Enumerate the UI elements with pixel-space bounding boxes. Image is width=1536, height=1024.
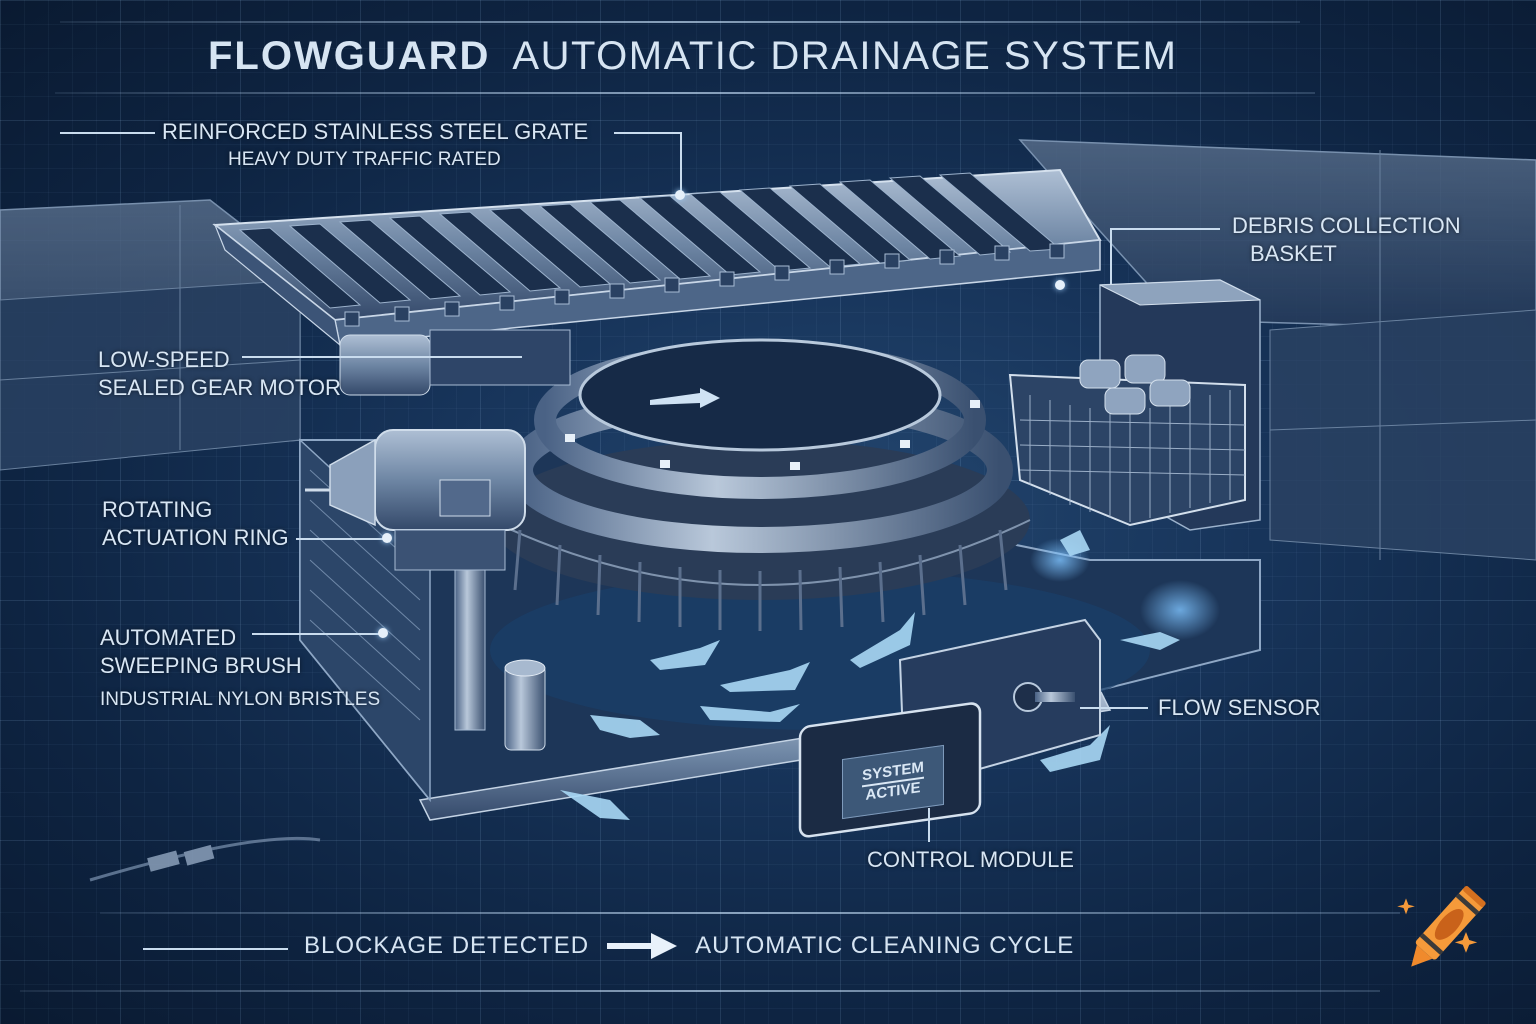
callout-motor: LOW-SPEED SEALED GEAR MOTOR	[98, 346, 341, 402]
footer-bottom-rule	[20, 990, 1380, 992]
callout-sensor-title: FLOW SENSOR	[1158, 695, 1321, 720]
pressure-canister	[504, 659, 546, 751]
basket-leader-dot	[1055, 280, 1065, 290]
callout-basket-line2: BASKET	[1250, 241, 1337, 266]
callout-ring-line1: ROTATING	[102, 497, 213, 522]
basket-leader-drop	[1110, 228, 1112, 284]
process-step-blockage: BLOCKAGE DETECTED	[304, 932, 590, 959]
callout-motor-line1: LOW-SPEED	[98, 347, 230, 372]
crayon-icon	[1397, 886, 1486, 967]
page-title: FLOWGUARD AUTOMATIC DRAINAGE SYSTEM	[208, 34, 1177, 79]
grate-leader-left	[60, 132, 155, 134]
callout-brush-line1: AUTOMATED	[100, 625, 237, 650]
grate-leader-join	[632, 132, 682, 134]
grate-leader-right	[614, 132, 634, 134]
gear-motor	[305, 329, 571, 731]
callout-brush: AUTOMATED SWEEPING BRUSH INDUSTRIAL NYLO…	[100, 624, 380, 714]
footer-leader-left	[143, 948, 288, 950]
callout-grate-title: REINFORCED STAINLESS STEEL GRATE	[162, 119, 589, 144]
debris-basket	[1008, 279, 1261, 531]
callout-grate: REINFORCED STAINLESS STEEL GRATE HEAVY D…	[162, 118, 588, 174]
callout-brush-subtitle: INDUSTRIAL NYLON BRISTLES	[100, 689, 381, 710]
title-bottom-rule	[55, 92, 1315, 94]
sensor-leader	[1080, 707, 1148, 709]
callout-brush-line2: SWEEPING BRUSH	[100, 653, 302, 678]
basket-leader	[1110, 228, 1220, 230]
steel-grate	[212, 168, 1102, 347]
callout-ring-line2: ACTUATION RING	[102, 525, 289, 550]
concrete-housing-left	[0, 199, 301, 471]
motor-leader	[242, 356, 522, 358]
actuation-ring-and-brush	[489, 338, 1031, 631]
callout-sensor: FLOW SENSOR	[1158, 694, 1321, 722]
grate-leader-drop	[680, 132, 682, 194]
ring-leader	[296, 538, 386, 540]
process-step-cleaning: AUTOMATIC CLEANING CYCLE	[695, 932, 1075, 959]
callout-control: CONTROL MODULE	[867, 846, 1074, 874]
callout-ring: ROTATING ACTUATION RING	[102, 496, 289, 552]
ring-leader-dot	[382, 533, 392, 543]
grate-leader-dot	[675, 190, 685, 200]
brush-leader-dot	[378, 628, 388, 638]
footer-top-rule	[100, 912, 1400, 914]
callout-grate-subtitle: HEAVY DUTY TRAFFIC RATED	[228, 149, 501, 170]
brush-leader	[252, 633, 382, 635]
callout-control-title: CONTROL MODULE	[867, 847, 1074, 872]
callout-basket-line1: DEBRIS COLLECTION	[1232, 213, 1461, 238]
callout-basket: DEBRIS COLLECTION BASKET	[1232, 212, 1461, 268]
process-flow: BLOCKAGE DETECTED AUTOMATIC CLEANING CYC…	[304, 932, 1074, 960]
title-top-rule	[60, 21, 1300, 23]
outlet-pipe	[89, 836, 321, 882]
brand-name: FLOWGUARD	[208, 34, 491, 78]
callout-motor-line2: SEALED GEAR MOTOR	[98, 375, 341, 400]
right-arrow-icon	[607, 933, 678, 959]
control-leader	[928, 808, 930, 842]
title-text: AUTOMATIC DRAINAGE SYSTEM	[512, 34, 1178, 78]
